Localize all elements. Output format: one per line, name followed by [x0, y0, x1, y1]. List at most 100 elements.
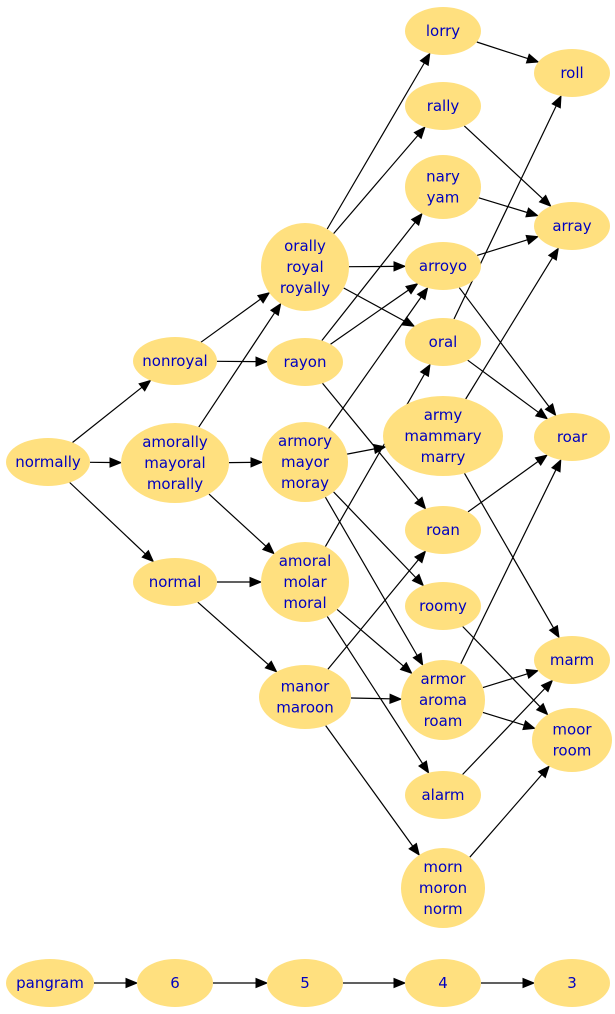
arrowhead-icon — [551, 458, 562, 473]
node-label: army — [424, 406, 463, 424]
node-array: array — [534, 202, 610, 250]
edge-line — [330, 289, 409, 345]
edge-line — [197, 601, 269, 666]
arrowhead-icon — [419, 363, 431, 378]
node-label: lorry — [426, 22, 460, 40]
edge-line — [462, 688, 546, 775]
node-label: array — [552, 217, 591, 235]
node-ellipse — [133, 558, 217, 606]
arrowhead-icon — [141, 549, 155, 563]
arrowhead-icon — [544, 402, 557, 417]
edge-armory-to-arroyo — [328, 286, 429, 429]
node-ellipse — [534, 202, 610, 250]
node-ellipse — [405, 7, 481, 55]
edge-amoral-to-oral — [324, 363, 431, 547]
edge-amoral-to-armor — [336, 608, 413, 675]
node-ellipse — [133, 337, 217, 385]
node-ellipse — [401, 848, 485, 928]
node-label: morn — [423, 858, 462, 876]
edge-line — [326, 62, 425, 230]
edge-line — [482, 711, 525, 726]
edge-amorally-to-orally — [198, 302, 282, 428]
arrowhead-icon — [540, 679, 554, 693]
edge-line — [463, 473, 555, 629]
node-ellipse — [534, 959, 610, 1007]
node-label: armory — [278, 432, 332, 450]
arrowhead-icon — [255, 356, 269, 367]
node-label: roam — [424, 712, 463, 730]
arrowhead-icon — [534, 454, 549, 466]
edge-armory-to-roomy — [333, 491, 425, 587]
node-label: alarm — [421, 786, 464, 804]
edge-line — [69, 482, 146, 555]
node-ellipse — [137, 959, 213, 1007]
node-label: 6 — [170, 974, 180, 992]
node-label: oral — [429, 333, 458, 351]
edge-rayon-to-roan — [322, 382, 427, 510]
edge-roomy-to-moor — [462, 626, 549, 716]
edge-line — [321, 221, 416, 341]
edge-line — [350, 697, 391, 700]
node-ellipse — [383, 396, 503, 476]
arrowhead-icon — [535, 702, 549, 716]
edge-line — [343, 287, 405, 322]
node-label: royal — [286, 258, 323, 276]
node-ellipse — [405, 318, 481, 366]
arrowhead-icon — [547, 247, 560, 261]
node-label: 3 — [567, 974, 577, 992]
node-n3: 3 — [534, 959, 610, 1007]
edge-armor-to-marm — [482, 668, 540, 689]
node-label: mayoral — [144, 454, 205, 472]
edge-orally-to-rally — [333, 126, 426, 234]
edge-normal-to-manor — [197, 601, 278, 673]
edge-line — [467, 461, 539, 513]
node-alarm: alarm — [405, 771, 481, 819]
node-label: room — [553, 742, 592, 760]
node-rally: rally — [405, 82, 481, 130]
node-ellipse — [405, 582, 481, 630]
node-arroyo: arroyo — [405, 242, 481, 290]
node-ellipse — [534, 49, 610, 97]
node-marm: marm — [534, 636, 610, 684]
node-amorally: amorally mayoral morally — [121, 423, 229, 503]
arrowhead-icon — [109, 457, 123, 468]
node-label: royally — [280, 279, 330, 297]
node-label: norm — [423, 900, 462, 918]
edge-normally-to-amorally — [89, 457, 123, 468]
node-label: roan — [426, 521, 460, 539]
node-label: marm — [550, 651, 594, 669]
arrowhead-icon — [411, 573, 425, 587]
edge-army-to-array — [465, 247, 560, 400]
edge-arroyo-to-roar — [458, 287, 557, 417]
edge-line — [458, 287, 550, 407]
node-ellipse — [6, 959, 94, 1007]
node-ellipse — [405, 771, 481, 819]
edge-nary-to-array — [478, 197, 539, 218]
edge-oral-to-roar — [467, 359, 549, 420]
arrowhead-icon — [548, 624, 560, 639]
arrowhead-icon — [255, 977, 269, 989]
edge-line — [463, 125, 544, 200]
edge-rayon-to-nary — [321, 212, 423, 341]
edge-alarm-to-marm — [462, 679, 554, 775]
edge-line — [336, 608, 404, 667]
node-ellipse — [532, 708, 612, 772]
node-label: morally — [147, 475, 203, 493]
edge-nonroyal-to-rayon — [216, 356, 269, 367]
edge-n5-to-n4 — [343, 977, 407, 989]
edge-line — [462, 626, 541, 708]
edge-line — [324, 373, 426, 547]
arrowhead-icon — [269, 302, 282, 317]
node-label: armor — [420, 670, 466, 688]
edge-n6-to-n5 — [213, 977, 269, 989]
node-label: moray — [281, 474, 329, 492]
node-label: amorally — [142, 433, 208, 451]
edge-line — [200, 298, 261, 343]
arrowhead-icon — [525, 668, 540, 679]
node-label: mammary — [404, 427, 481, 445]
node-label: normally — [15, 453, 81, 471]
